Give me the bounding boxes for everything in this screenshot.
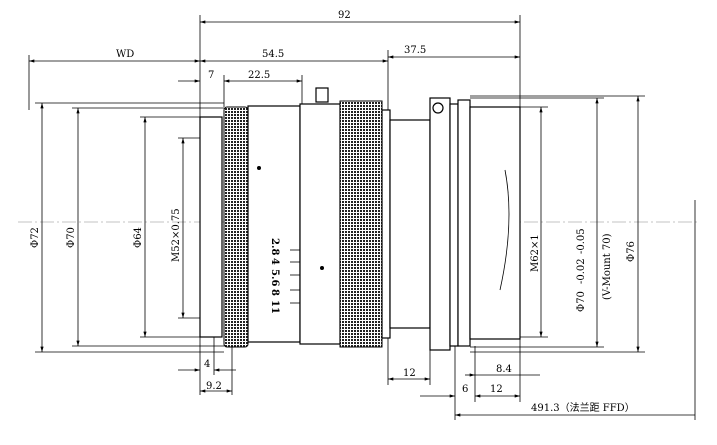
front-knurl-ring (223, 106, 249, 348)
dim-front-ring: 7 (208, 70, 214, 81)
aperture-scale: 2.8 4 5.6 8 11 (269, 238, 300, 314)
aperture-mark: 8 (269, 289, 280, 296)
dim-ffd: 491.3（法兰距 FFD） (531, 401, 635, 414)
mount-flange (429, 97, 451, 351)
dim-overall-length: 92 (338, 10, 351, 21)
dim-outer-front-diameter: Φ72 (30, 227, 41, 248)
dim-front-depth: 9.2 (206, 381, 222, 392)
dim-front-inner-diameter: Φ64 (133, 227, 144, 248)
aperture-mark: 5.6 (269, 269, 280, 286)
dim-mount-tol-upper: -0.02 (576, 258, 587, 284)
flange-screw (432, 102, 444, 114)
lock-screw (315, 87, 329, 103)
dim-front-to-flange: 54.5 (262, 49, 284, 60)
lens-body: 2.8 4 5.6 8 11 (199, 87, 521, 351)
dim-front-step: 4 (204, 359, 210, 370)
dim-working-distance: WD (116, 49, 134, 60)
rear-step (381, 109, 391, 339)
aperture-mark: 11 (269, 300, 280, 314)
dim-filter-thread: M52×0.75 (171, 208, 182, 262)
mid-barrel (299, 103, 341, 345)
rear-knurl-ring (339, 100, 383, 348)
dim-mount-type: (V-Mount 70) (602, 233, 613, 300)
rear-barrel (469, 106, 521, 340)
aperture-mark: 2.8 (269, 238, 280, 255)
flange-rim (457, 99, 471, 347)
dim-flange-diameter: Φ76 (626, 241, 637, 262)
flange-groove (449, 103, 459, 347)
dim-focus-ring: 22.5 (248, 70, 270, 81)
dim-rear-thread: M62×1 (530, 234, 541, 272)
horizontal-dimensions (28, 20, 695, 417)
dim-rear-length: 37.5 (404, 45, 426, 56)
aperture-mark: 4 (269, 258, 280, 265)
vertical-dimensions (40, 96, 640, 352)
dim-flange-width: 6 (462, 384, 468, 395)
dim-mount-length: 12 (403, 368, 416, 379)
dim-rear-barrel: 12 (490, 384, 503, 395)
front-cap (199, 116, 223, 338)
dim-mount-diameter: Φ70 (576, 291, 587, 312)
dim-mount-tol-lower: -0.05 (576, 228, 587, 254)
extension-lines (28, 15, 696, 420)
dim-front-barrel-diameter: Φ70 (66, 227, 77, 248)
mount-adapter (389, 119, 431, 329)
dim-rear-thread-length: 8.4 (496, 364, 512, 375)
